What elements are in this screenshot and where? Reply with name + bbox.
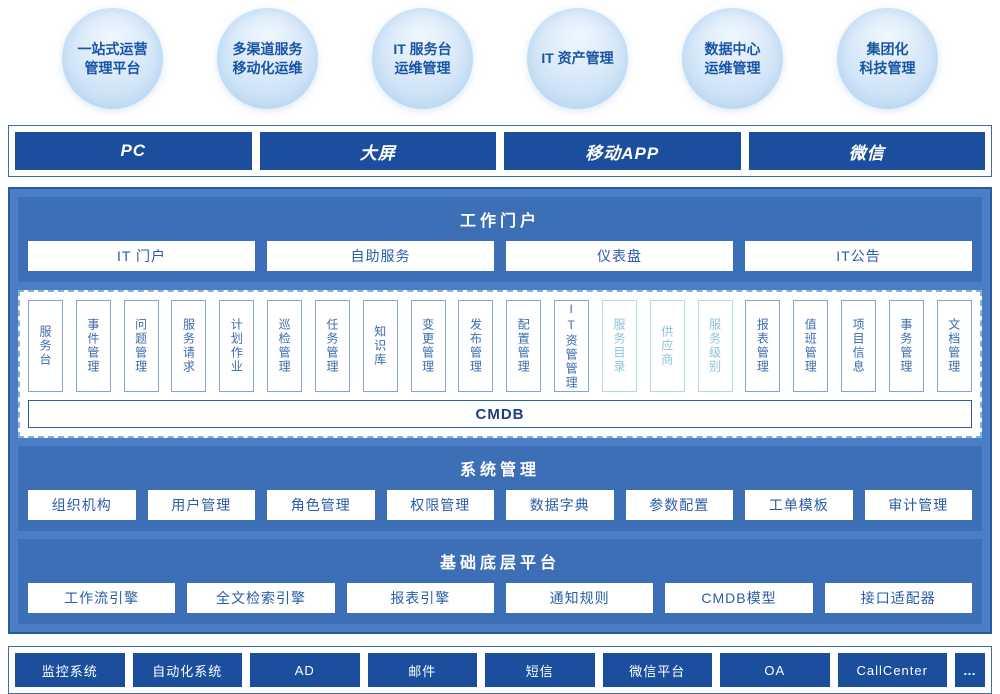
integration-more: … — [955, 653, 985, 687]
system-permission-mgmt: 权限管理 — [386, 490, 494, 520]
bubble-label: 一站式运营 — [77, 40, 148, 57]
integrations-bar: 监控系统 自动化系统 AD 邮件 短信 微信平台 OA CallCenter … — [8, 646, 992, 694]
system-ticket-template: 工单模板 — [745, 490, 853, 520]
integration-monitoring-system: 监控系统 — [15, 653, 125, 687]
system-role-mgmt: 角色管理 — [267, 490, 375, 520]
module-service-catalog: 服务目录 — [601, 300, 637, 392]
bubble-datacenter-ops: 数据中心 运维管理 — [682, 8, 783, 109]
bubble-group-tech-mgmt: 集团化 科技管理 — [837, 8, 938, 109]
system-management-title: 系统管理 — [459, 462, 540, 479]
itsm-modules-row: 服务台 事件管理 问题管理 服务请求 计划作业 巡检管理 任务管理 知识库 变更… — [28, 300, 972, 392]
module-release-mgmt: 发布管理 — [458, 300, 494, 392]
bubble-multichannel-ops: 多渠道服务 移动化运维 — [217, 8, 318, 109]
module-inspection-mgmt: 巡检管理 — [267, 300, 303, 392]
work-portal-title: 工作门户 — [459, 213, 540, 230]
module-task-mgmt: 任务管理 — [314, 300, 350, 392]
bubble-label: IT 资产管理 — [541, 50, 614, 67]
bubble-label: 多渠道服务 — [232, 40, 303, 57]
cmdb-bar: CMDB — [28, 400, 972, 428]
platform-container: 工作门户 IT 门户 自助服务 仪表盘 IT公告 服务台 事件管理 问题管理 服… — [8, 187, 992, 634]
system-param-config: 参数配置 — [625, 490, 733, 520]
bubble-label: 数据中心 — [704, 40, 761, 57]
base-platform-items: 工作流引擎 全文检索引擎 报表引擎 通知规则 CMDB模型 接口适配器 — [28, 583, 972, 613]
base-platform-section: 基础底层平台 工作流引擎 全文检索引擎 报表引擎 通知规则 CMDB模型 接口适… — [18, 539, 982, 624]
portal-dashboard: 仪表盘 — [506, 241, 733, 271]
solution-bubbles: 一站式运营 管理平台 多渠道服务 移动化运维 IT 服务台 运维管理 IT 资产… — [0, 0, 1000, 109]
bubble-label: 科技管理 — [859, 59, 916, 76]
platform-report-engine: 报表引擎 — [346, 583, 494, 613]
system-management-section: 系统管理 组织机构 用户管理 角色管理 权限管理 数据字典 参数配置 工单模板 … — [18, 446, 982, 531]
module-service-desk: 服务台 — [28, 300, 63, 392]
module-report-mgmt: 报表管理 — [745, 300, 781, 392]
module-planned-jobs: 计划作业 — [219, 300, 255, 392]
base-platform-title: 基础底层平台 — [439, 555, 560, 572]
bubble-label: IT 服务台 — [393, 40, 452, 57]
module-duty-mgmt: 值班管理 — [793, 300, 829, 392]
module-document-mgmt: 文档管理 — [936, 300, 972, 392]
platform-cmdb-model: CMDB模型 — [665, 583, 813, 613]
system-user-mgmt: 用户管理 — [147, 490, 255, 520]
portal-it-announcements: IT公告 — [745, 241, 972, 271]
module-supplier: 供应商 — [649, 300, 685, 392]
system-data-dictionary: 数据字典 — [506, 490, 614, 520]
bubble-one-stop-platform: 一站式运营 管理平台 — [62, 8, 163, 109]
module-problem-mgmt: 问题管理 — [123, 300, 159, 392]
bubble-label: 管理平台 — [84, 59, 141, 76]
platform-workflow-engine: 工作流引擎 — [28, 583, 176, 613]
module-service-level: 服务级别 — [697, 300, 733, 392]
portal-self-service: 自助服务 — [267, 241, 494, 271]
module-project-info: 项目信息 — [841, 300, 877, 392]
channels-bar: PC 大屏 移动APP 微信 — [8, 125, 992, 177]
bubble-label: 运维管理 — [394, 59, 451, 76]
bubble-it-service-desk: IT 服务台 运维管理 — [372, 8, 473, 109]
channel-mobile-app: 移动APP — [504, 132, 741, 170]
platform-interface-adapter: 接口适配器 — [824, 583, 972, 613]
module-knowledge-base: 知识库 — [362, 300, 398, 392]
platform-notification-rules: 通知规则 — [505, 583, 654, 613]
channel-big-screen: 大屏 — [259, 132, 496, 170]
module-config-mgmt: 配置管理 — [506, 300, 542, 392]
integration-oa: OA — [720, 653, 830, 687]
platform-fulltext-search-engine: 全文检索引擎 — [187, 583, 335, 613]
module-change-mgmt: 变更管理 — [410, 300, 446, 392]
system-management-items: 组织机构 用户管理 角色管理 权限管理 数据字典 参数配置 工单模板 审计管理 — [28, 490, 972, 520]
itsm-modules-section: 服务台 事件管理 问题管理 服务请求 计划作业 巡检管理 任务管理 知识库 变更… — [18, 290, 982, 438]
integration-callcenter: CallCenter — [837, 653, 947, 687]
portal-it-portal: IT 门户 — [28, 241, 255, 271]
integration-wechat-platform: 微信平台 — [602, 653, 712, 687]
work-portal-section: 工作门户 IT 门户 自助服务 仪表盘 IT公告 — [18, 197, 982, 282]
module-service-request: 服务请求 — [171, 300, 207, 392]
integration-automation-system: 自动化系统 — [132, 653, 242, 687]
system-org-structure: 组织机构 — [28, 490, 136, 520]
module-affairs-mgmt: 事务管理 — [888, 300, 924, 392]
bubble-it-asset-mgmt: IT 资产管理 — [527, 8, 628, 109]
channel-pc: PC — [15, 132, 252, 170]
module-it-asset-mgmt: IT资管管理 — [554, 300, 590, 392]
bubble-label: 集团化 — [866, 40, 909, 57]
system-audit-mgmt: 审计管理 — [864, 490, 972, 520]
integration-ad: AD — [250, 653, 360, 687]
work-portal-items: IT 门户 自助服务 仪表盘 IT公告 — [28, 241, 972, 271]
module-incident-mgmt: 事件管理 — [75, 300, 111, 392]
bubble-label: 运维管理 — [704, 59, 761, 76]
bubble-label: 移动化运维 — [232, 59, 303, 76]
integration-sms: 短信 — [485, 653, 595, 687]
channel-wechat: 微信 — [748, 132, 985, 170]
integration-email: 邮件 — [367, 653, 477, 687]
